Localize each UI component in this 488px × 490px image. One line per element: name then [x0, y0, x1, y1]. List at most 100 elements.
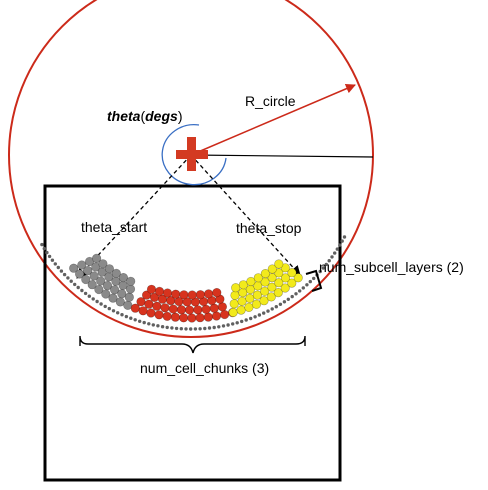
cell: [168, 304, 178, 314]
small-dot: [235, 321, 239, 325]
small-dot: [138, 319, 142, 323]
small-dot: [53, 262, 57, 266]
small-dot: [270, 307, 274, 311]
reference-line: [190, 154, 374, 158]
small-dot: [189, 327, 193, 331]
cell: [280, 273, 291, 283]
small-dot: [212, 325, 216, 330]
small-dot: [338, 243, 342, 247]
small-dot: [286, 297, 290, 301]
cell: [146, 308, 156, 318]
small-dot: [184, 327, 188, 331]
small-dot: [69, 279, 73, 283]
outer-circle: [8, 0, 374, 338]
cell: [130, 303, 140, 313]
cell: [136, 297, 146, 307]
cell: [238, 280, 248, 290]
cell: [246, 276, 256, 287]
small-dot: [290, 294, 294, 299]
small-dot: [80, 288, 84, 293]
cell: [212, 288, 222, 298]
cell: [267, 282, 277, 292]
small-dot: [156, 324, 160, 328]
cell-chunks-brace: [79, 335, 306, 354]
small-dot: [111, 309, 116, 313]
small-dot: [274, 305, 278, 309]
cell: [266, 292, 276, 302]
cell: [293, 273, 303, 283]
small-dot: [240, 319, 244, 324]
small-dot: [120, 313, 124, 317]
small-dot: [99, 302, 103, 306]
cell: [94, 284, 104, 295]
small-dot: [278, 302, 283, 306]
cell: [185, 305, 195, 315]
cell: [253, 273, 263, 283]
small-dot: [298, 289, 302, 293]
cell: [236, 305, 246, 315]
cell: [81, 274, 91, 285]
r-circle-label: R_circle: [245, 93, 296, 109]
small-dot: [217, 325, 221, 329]
small-dot: [45, 250, 49, 255]
cell: [201, 304, 211, 314]
small-dot: [62, 272, 67, 277]
small-dot: [308, 279, 312, 284]
cell: [252, 290, 262, 300]
chunk-red: [130, 284, 238, 323]
small-dot: [340, 239, 344, 243]
theta-arc: [161, 124, 227, 186]
small-dot: [91, 297, 95, 301]
small-dot: [116, 311, 120, 315]
cell: [267, 273, 277, 283]
cell: [83, 266, 93, 276]
center-cross-icon: [176, 137, 208, 171]
small-dot: [59, 269, 64, 273]
subcell-layers-bracket: [305, 269, 323, 292]
cell: [160, 303, 170, 313]
small-dot: [124, 314, 129, 319]
cell: [111, 268, 121, 279]
chunk-yellow: [228, 259, 303, 318]
small-dot: [87, 294, 92, 298]
cell: [162, 288, 173, 298]
cell: [77, 260, 87, 270]
small-dot: [203, 326, 207, 331]
cell: [245, 293, 255, 304]
r-circle-arrow: [190, 83, 356, 156]
cell: [209, 303, 219, 313]
cell: [154, 310, 164, 320]
small-dot: [174, 326, 179, 331]
small-dot: [249, 316, 253, 321]
num-subcell-layers-label: num_subcell_layers (2): [319, 259, 464, 275]
cell: [171, 289, 181, 299]
cell: [280, 263, 290, 273]
small-dot: [282, 300, 287, 304]
cell: [274, 268, 284, 278]
small-dot: [301, 286, 305, 290]
small-dot: [327, 259, 331, 263]
cell: [195, 313, 205, 323]
cell: [125, 284, 136, 294]
small-dot: [253, 315, 257, 319]
theta-start-label: theta_start: [81, 219, 147, 235]
cell: [287, 268, 297, 278]
small-dot: [40, 242, 44, 247]
small-dot: [330, 255, 334, 259]
cell: [251, 299, 262, 309]
small-dot: [56, 265, 60, 270]
small-dot: [231, 322, 235, 326]
cell: [244, 302, 254, 313]
cell: [228, 307, 238, 318]
cell: [101, 289, 111, 299]
cell: [176, 305, 186, 315]
cell: [109, 285, 120, 295]
small-dot: [333, 251, 337, 255]
small-dot: [226, 323, 230, 327]
small-dot: [294, 292, 298, 296]
small-dot: [335, 247, 339, 251]
small-dot: [95, 299, 99, 304]
small-dot: [151, 323, 155, 327]
cell: [126, 276, 136, 286]
